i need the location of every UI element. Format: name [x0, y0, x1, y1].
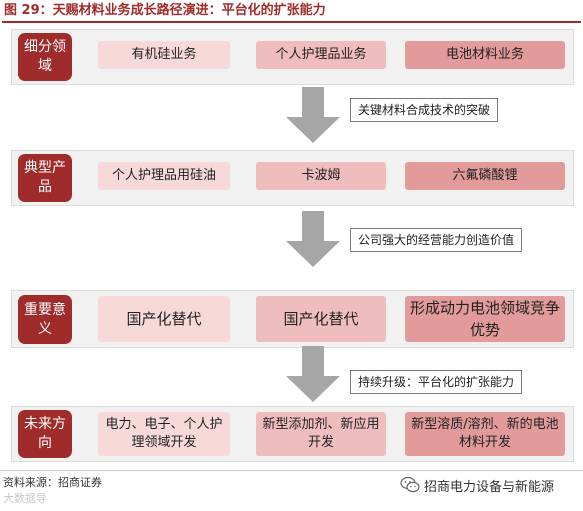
row-label-segments: 细分领域 — [18, 33, 72, 81]
cell-carbomer: 卡波姆 — [256, 162, 386, 190]
cell-domestic-substitution-2: 国产化替代 — [256, 296, 386, 342]
row-label-future: 未来方向 — [18, 410, 72, 458]
transition-note-3: 持续升级：平台化的扩张能力 — [350, 370, 523, 394]
figure-title: 图 29：天赐材料业务成长路径演进：平台化的扩张能力 — [2, 1, 581, 23]
row-panel-significance: 重要意义 国产化替代 国产化替代 形成动力电池领域竞争优势 — [11, 290, 574, 348]
row-panel-products: 典型产品 个人护理品用硅油 卡波姆 六氟磷酸锂 — [11, 150, 574, 206]
cell-future-battery: 新型溶质/溶剂、新的电池材料开发 — [405, 412, 565, 456]
row-panel-future: 未来方向 电力、电子、个人护理领域开发 新型添加剂、新应用开发 新型溶质/溶剂、… — [11, 406, 574, 462]
transition-note-2: 公司强大的经营能力创造价值 — [350, 228, 523, 252]
row-panel-segments: 细分领域 有机硅业务 个人护理品业务 电池材料业务 — [11, 29, 574, 85]
cell-battery-advantage: 形成动力电池领域竞争优势 — [405, 296, 565, 342]
down-arrow-icon — [286, 87, 340, 143]
cell-silicone-business: 有机硅业务 — [98, 41, 230, 69]
down-arrow-icon — [286, 346, 340, 402]
cell-battery-material-business: 电池材料业务 — [405, 41, 565, 69]
cell-domestic-substitution-1: 国产化替代 — [98, 296, 230, 342]
row-label-significance: 重要意义 — [18, 295, 72, 344]
source-note: 资料来源：招商证券 — [3, 476, 102, 489]
transition-note-1: 关键材料合成技术的突破 — [350, 98, 499, 122]
cell-personal-care-business: 个人护理品业务 — [256, 41, 386, 69]
brand-name: 招商电力设备与新能源 — [424, 480, 555, 495]
cell-lipf6: 六氟磷酸锂 — [405, 162, 565, 190]
down-arrow-icon — [286, 211, 340, 267]
cell-future-additives: 新型添加剂、新应用开发 — [256, 412, 386, 456]
cell-future-silicone: 电力、电子、个人护理领域开发 — [98, 412, 230, 456]
wechat-icon — [400, 476, 420, 493]
watermark-text: 大数据导 — [3, 492, 47, 505]
footer-divider — [0, 470, 583, 471]
cell-silicone-oil: 个人护理品用硅油 — [98, 162, 230, 190]
row-label-products: 典型产品 — [18, 154, 72, 202]
